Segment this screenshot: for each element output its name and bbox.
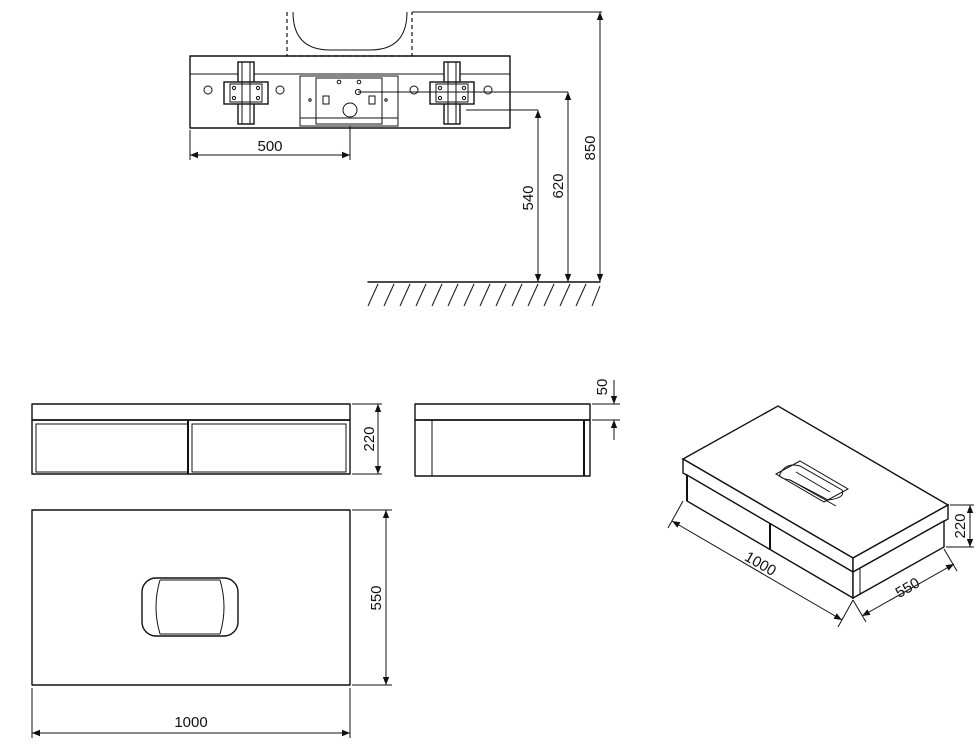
plumbing-area <box>299 75 399 127</box>
iso-label-1000: 1000 <box>742 548 779 579</box>
iso-label-220: 220 <box>952 513 969 538</box>
label-850: 850 <box>582 135 599 160</box>
isometric-view: 1000 550 220 <box>667 405 974 628</box>
label-540: 540 <box>520 185 537 210</box>
front-wall-view: 540 620 850 <box>189 11 604 307</box>
label-550-top: 550 <box>368 585 385 610</box>
label-620: 620 <box>550 173 567 198</box>
iso-ext-550-right <box>943 548 958 572</box>
iso-dim-line-1000 <box>671 520 843 621</box>
basin-inner-right <box>219 579 225 635</box>
drawer-left <box>35 423 189 473</box>
drawer-right <box>191 423 347 473</box>
left-hole-b <box>275 85 285 95</box>
cabinet-side-body <box>414 419 591 477</box>
iso-label-550: 550 <box>893 574 923 601</box>
label-220-front: 220 <box>361 426 378 451</box>
label-500: 500 <box>257 138 282 155</box>
floor-hatch <box>367 281 601 307</box>
front-elevation: 220 <box>31 403 382 475</box>
label-1000-top: 1000 <box>174 714 207 731</box>
iso-ext-1000-right <box>837 599 854 628</box>
iso-countertop-side-edge <box>852 503 949 574</box>
countertop-front <box>31 403 351 421</box>
right-wall-bracket <box>429 61 475 125</box>
left-hole-a <box>203 85 213 95</box>
iso-ext-550-left <box>852 599 867 623</box>
right-hole-a <box>409 85 419 95</box>
top-view: 550 1000 <box>31 509 392 738</box>
basin-outline-hidden <box>286 12 413 57</box>
countertop-top <box>31 509 351 686</box>
basin-curve <box>292 11 408 51</box>
label-50: 50 <box>594 379 611 396</box>
left-wall-bracket <box>223 61 269 125</box>
basin-inner-left <box>155 579 161 635</box>
iso-basin <box>774 460 850 507</box>
cabinet-front-body <box>31 419 351 475</box>
countertop-side <box>414 403 591 421</box>
right-hole-b <box>483 85 493 95</box>
side-view: 50 <box>414 379 620 477</box>
basin-top-outer <box>141 577 239 637</box>
iso-ext-1000-left <box>667 500 684 529</box>
iso-dim-line-550 <box>861 563 955 617</box>
